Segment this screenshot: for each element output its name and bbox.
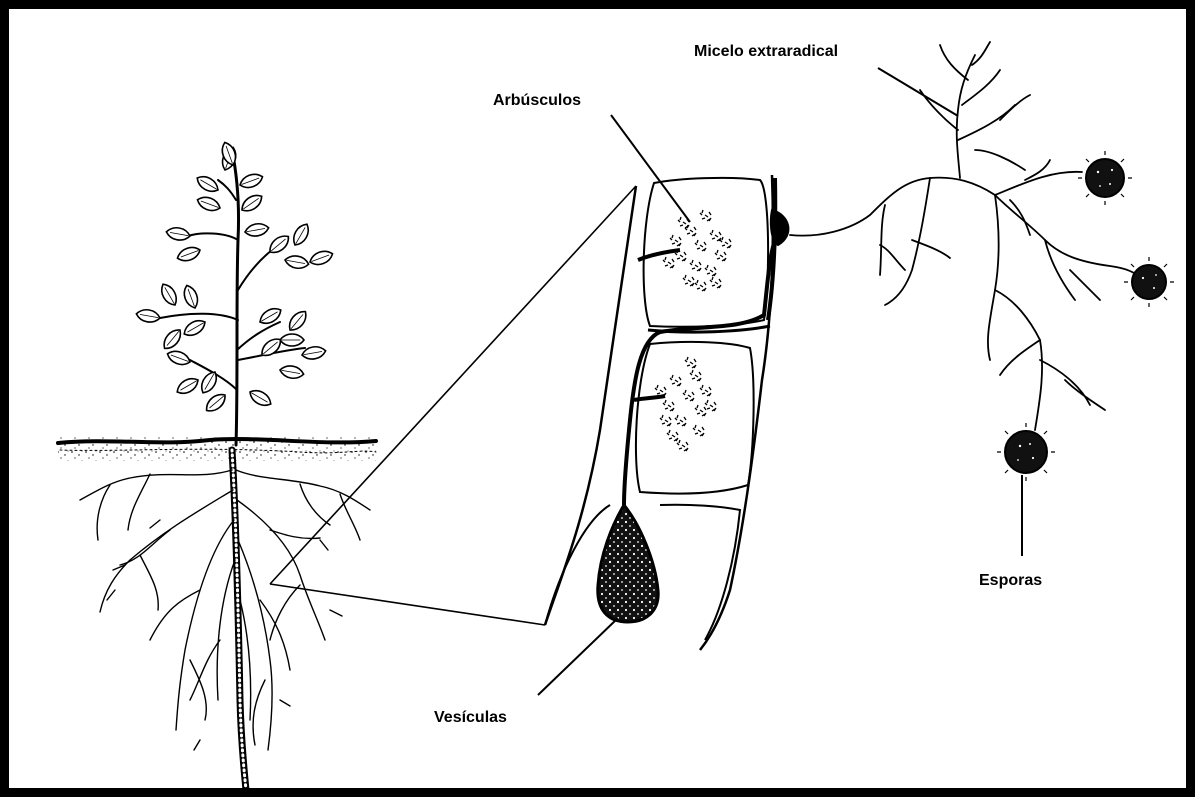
plant-leaves xyxy=(135,140,334,415)
spore-2 xyxy=(1132,265,1166,299)
spore-3 xyxy=(1005,431,1047,473)
label-vesiculas: Vesículas xyxy=(434,709,507,727)
arbuscule-middle xyxy=(655,357,716,451)
label-esporas: Esporas xyxy=(979,572,1042,590)
extraradical-mycelium xyxy=(790,42,1140,430)
lateral-roots xyxy=(80,470,370,750)
vesicle xyxy=(598,505,658,622)
plant-drawing xyxy=(58,140,376,788)
leader-arbusculos xyxy=(611,115,690,222)
label-micelo-extraradical: Micelo extraradical xyxy=(694,43,838,61)
cortical-cell-middle xyxy=(636,342,754,494)
root-epidermis xyxy=(700,175,773,650)
leader-micelo xyxy=(878,68,958,116)
appressorium xyxy=(771,210,789,245)
cortical-cell-bottom xyxy=(660,505,740,640)
spore-1 xyxy=(1086,159,1124,197)
mycorrhiza-illustration xyxy=(9,9,1186,788)
spores xyxy=(997,151,1174,481)
label-arbusculos: Arbúsculos xyxy=(493,92,581,110)
intraradical-hypha xyxy=(624,233,780,505)
leader-vesiculas xyxy=(538,618,618,695)
